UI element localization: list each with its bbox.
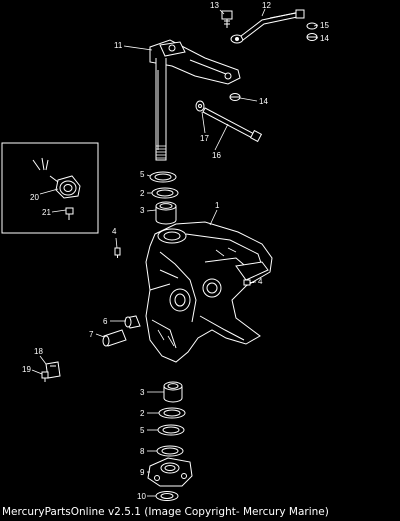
callout-1: 1 (215, 201, 220, 210)
part-8-washer[interactable] (156, 445, 184, 457)
callout-16: 16 (212, 151, 221, 160)
part-21-screw[interactable] (65, 207, 74, 220)
part-11-steering-arm[interactable] (149, 39, 241, 161)
callout-5-lower: 5 (140, 426, 145, 435)
callout-20: 20 (30, 193, 39, 202)
part-2-washer-upper[interactable] (151, 187, 179, 199)
part-5-seal-upper[interactable] (149, 171, 177, 183)
callout-19: 19 (22, 365, 31, 374)
callout-12: 12 (262, 1, 271, 10)
callout-8: 8 (140, 447, 145, 456)
part-13-bolt[interactable] (221, 10, 233, 28)
inset-detail-box (1, 142, 99, 234)
part-20-grease-fitting-assembly[interactable] (32, 157, 81, 199)
part-5-seal-lower[interactable] (157, 424, 185, 436)
part-6-bushing[interactable] (124, 315, 141, 329)
callout-13: 13 (210, 1, 219, 10)
callout-2-upper: 2 (140, 189, 145, 198)
part-4-grease-fitting-right[interactable] (243, 279, 254, 286)
part-3-bushing-upper[interactable] (155, 201, 177, 225)
callout-21: 21 (42, 208, 51, 217)
part-10-nut[interactable] (155, 491, 179, 501)
callout-15: 15 (320, 21, 329, 30)
callout-9: 9 (140, 468, 145, 477)
part-14-nut-lower[interactable] (229, 93, 241, 101)
callout-11: 11 (114, 41, 123, 50)
callout-4-left: 4 (112, 227, 117, 236)
leader-lines (31, 8, 319, 497)
callout-5-upper: 5 (140, 170, 145, 179)
callout-2-lower: 2 (140, 409, 145, 418)
part-17-washer[interactable] (195, 100, 205, 112)
callout-10: 10 (137, 492, 146, 501)
callout-17: 17 (200, 134, 209, 143)
part-3-bushing-lower[interactable] (163, 381, 183, 403)
copyright-caption: MercuryPartsOnline v2.5.1 (Image Copyrig… (2, 506, 329, 518)
part-15-washer[interactable] (306, 22, 318, 30)
callout-14-top: 14 (320, 34, 329, 43)
part-7-pin[interactable] (102, 329, 127, 347)
part-19-screw[interactable] (41, 371, 49, 382)
part-16-tie-rod[interactable] (202, 107, 263, 143)
part-4-grease-fitting-left[interactable] (114, 247, 121, 258)
callout-3-lower: 3 (140, 388, 145, 397)
callout-14-lower: 14 (259, 97, 268, 106)
callout-labels: 13 12 15 14 11 14 17 16 20 21 5 2 3 1 4 … (22, 1, 329, 501)
part-12-steering-link[interactable] (230, 9, 305, 44)
callout-3-upper: 3 (140, 206, 145, 215)
part-2-washer-lower[interactable] (158, 407, 186, 419)
part-1-swivel-bracket[interactable] (145, 221, 273, 363)
callout-7: 7 (89, 330, 94, 339)
part-9-lower-yoke[interactable] (147, 457, 193, 487)
callout-18: 18 (34, 347, 43, 356)
callout-6: 6 (103, 317, 108, 326)
callout-4-right: 4 (258, 277, 263, 286)
